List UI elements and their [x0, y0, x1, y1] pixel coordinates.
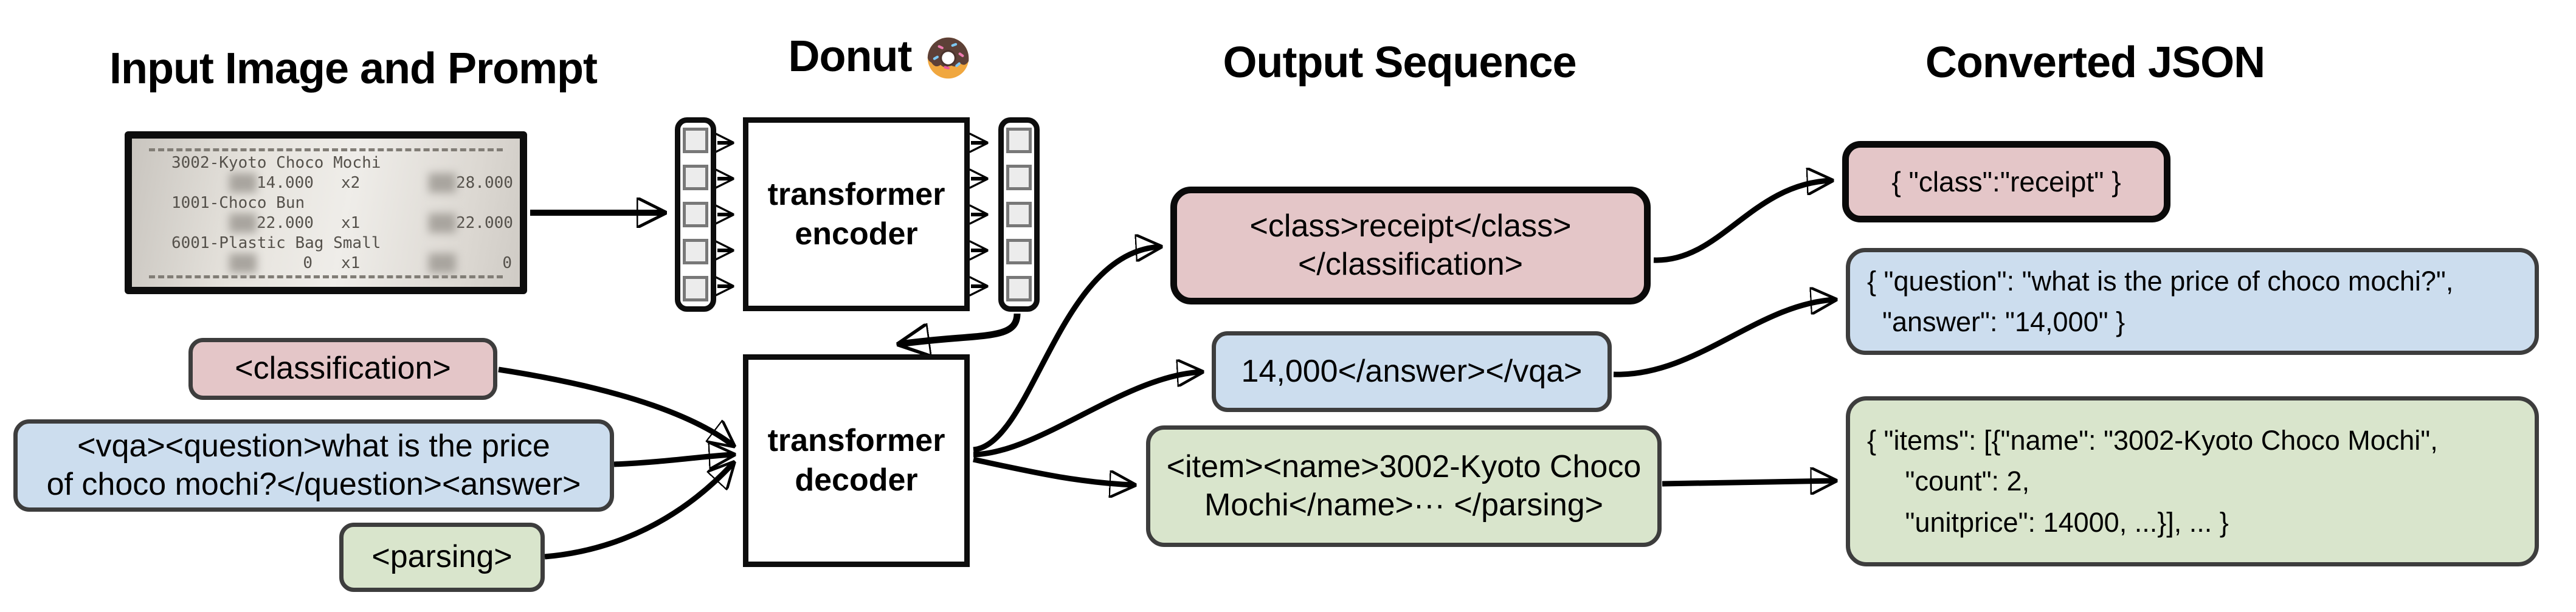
patch-token — [1006, 239, 1032, 264]
receipt-divider — [149, 148, 503, 151]
vqa-prompt-line1: <vqa><question>what is the price — [77, 428, 550, 464]
receipt-item-name: 6001-Plastic Bag Small — [171, 234, 381, 252]
donut-emoji-icon — [927, 37, 969, 79]
receipt-item-detail: 14.000 x2 28.000 — [144, 173, 513, 193]
receipt-item-name: 1001-Choco Bun — [171, 194, 305, 212]
arrow-vqa-output-to-json — [1613, 300, 1835, 377]
patch-token — [683, 239, 708, 264]
parsing-json-line1: { "items": [{"name": "3002-Kyoto Choco M… — [1867, 424, 2438, 456]
receipt-item-price: 0 — [303, 254, 313, 272]
classification-output-line1: <class>receipt</class> — [1249, 208, 1572, 244]
output-column-title: Output Sequence — [1223, 38, 1576, 88]
receipt-item-qty: x1 — [341, 214, 361, 232]
receipt-item-name: 3002-Kyoto Choco Mochi — [171, 154, 381, 172]
receipt-item-price: 14.000 — [257, 174, 314, 192]
vqa-json-box: { "question": "what is the price of choc… — [1846, 248, 2539, 355]
classification-prompt-box: <classification> — [188, 338, 497, 400]
parsing-prompt-text: <parsing> — [371, 539, 513, 575]
patch-token — [683, 202, 708, 227]
output-column-title-text: Output Sequence — [1223, 38, 1576, 87]
arrow-parsing-output-to-json — [1662, 481, 1835, 484]
model-column-title: Donut — [789, 32, 973, 81]
parsing-output-line2: Mochi</name>··· </parsing> — [1204, 487, 1604, 523]
classification-json-text: { "class":"receipt" } — [1891, 165, 2121, 198]
input-column-title: Input Image and Prompt — [109, 44, 598, 94]
arrow-parsing-prompt-to-decoder — [544, 463, 733, 560]
transformer-encoder-box: transformer encoder — [743, 117, 970, 311]
model-column-title-text: Donut — [788, 32, 913, 81]
redacted-blur — [429, 173, 456, 193]
receipt-item-price: 22.000 — [257, 214, 314, 232]
parsing-json-box: { "items": [{"name": "3002-Kyoto Choco M… — [1846, 396, 2539, 566]
receipt-input-image: 3002-Kyoto Choco Mochi 14.000 x2 28.000 … — [125, 131, 527, 294]
vqa-prompt-line2: of choco mochi?</question><answer> — [46, 467, 581, 502]
receipt-item-qty: x1 — [341, 254, 361, 272]
vqa-output-box: 14,000</answer></vqa> — [1212, 331, 1612, 412]
receipt-item-total: 28.000 — [456, 174, 513, 192]
classification-prompt-text: <classification> — [235, 351, 451, 387]
receipt-item-total: 22.000 — [456, 214, 513, 232]
patch-token — [1006, 202, 1032, 227]
classification-output-box: <class>receipt</class> </classification> — [1170, 187, 1651, 304]
parsing-json-line3: "unitprice": 14000, ...}], ... } — [1867, 506, 2229, 538]
patch-token — [1006, 128, 1032, 153]
input-column-title-text: Input Image and Prompt — [109, 44, 598, 93]
patch-token — [683, 165, 708, 190]
json-column-title-text: Converted JSON — [1925, 38, 2265, 87]
redacted-blur — [429, 213, 456, 233]
receipt-item-detail: 0 x1 0 — [144, 253, 512, 273]
encoder-label-line1: transformer — [767, 176, 945, 212]
receipt-item-qty: x2 — [341, 174, 361, 192]
arrow-vqa-prompt-to-decoder — [613, 455, 733, 464]
vqa-json-line2: "answer": "14,000" } — [1867, 306, 2125, 337]
parsing-json-line2: "count": 2, — [1867, 466, 2030, 497]
vqa-json-line1: { "question": "what is the price of choc… — [1867, 265, 2454, 297]
encoder-label-line2: encoder — [795, 216, 918, 252]
decoder-label-line1: transformer — [767, 423, 945, 458]
patch-token — [683, 276, 708, 301]
patch-token — [1006, 276, 1032, 301]
redacted-blur — [229, 253, 257, 273]
patch-token — [1006, 165, 1032, 190]
parsing-output-line1: <item><name>3002-Kyoto Choco — [1166, 449, 1642, 484]
receipt-divider — [149, 275, 503, 278]
redacted-blur — [229, 213, 257, 233]
decoder-label-line2: decoder — [795, 462, 918, 498]
arrow-classification-prompt-to-decoder — [498, 366, 733, 445]
arrow-classification-output-to-json — [1653, 181, 1831, 263]
parsing-prompt-box: <parsing> — [339, 523, 545, 592]
arrow-decoder-to-parsing-output — [973, 456, 1134, 485]
arrow-decoder-to-classification-output — [973, 247, 1160, 453]
input-patch-column — [675, 117, 716, 312]
classification-json-box: { "class":"receipt" } — [1842, 141, 2170, 222]
receipt-item-detail: 22.000 x1 22.000 — [144, 213, 513, 233]
parsing-output-box: <item><name>3002-Kyoto Choco Mochi</name… — [1146, 425, 1662, 547]
arrow-patches-to-decoder — [900, 313, 1021, 344]
encoded-patch-column — [998, 117, 1040, 312]
vqa-prompt-box: <vqa><question>what is the price of choc… — [13, 419, 614, 512]
receipt-item-total: 0 — [502, 254, 512, 272]
redacted-blur — [229, 173, 257, 193]
redacted-blur — [429, 253, 456, 273]
vqa-output-text: 14,000</answer></vqa> — [1241, 353, 1583, 389]
arrow-decoder-to-vqa-output — [973, 372, 1201, 458]
classification-output-line2: </classification> — [1298, 247, 1523, 282]
patch-token — [683, 128, 708, 153]
json-column-title: Converted JSON — [1925, 38, 2265, 88]
transformer-decoder-box: transformer decoder — [743, 354, 970, 567]
